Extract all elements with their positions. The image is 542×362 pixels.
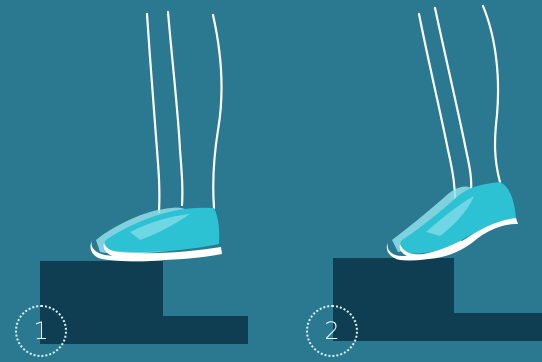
step-block-1 xyxy=(40,261,248,344)
leg-outline-1 xyxy=(147,12,221,212)
step-number-badge-2: 2 xyxy=(306,305,358,357)
step-block-2 xyxy=(333,258,542,341)
step-number-1: 1 xyxy=(33,319,48,343)
leg-outline-2 xyxy=(419,6,500,210)
step-number-badge-1: 1 xyxy=(15,305,67,357)
step-number-2: 2 xyxy=(324,319,339,343)
